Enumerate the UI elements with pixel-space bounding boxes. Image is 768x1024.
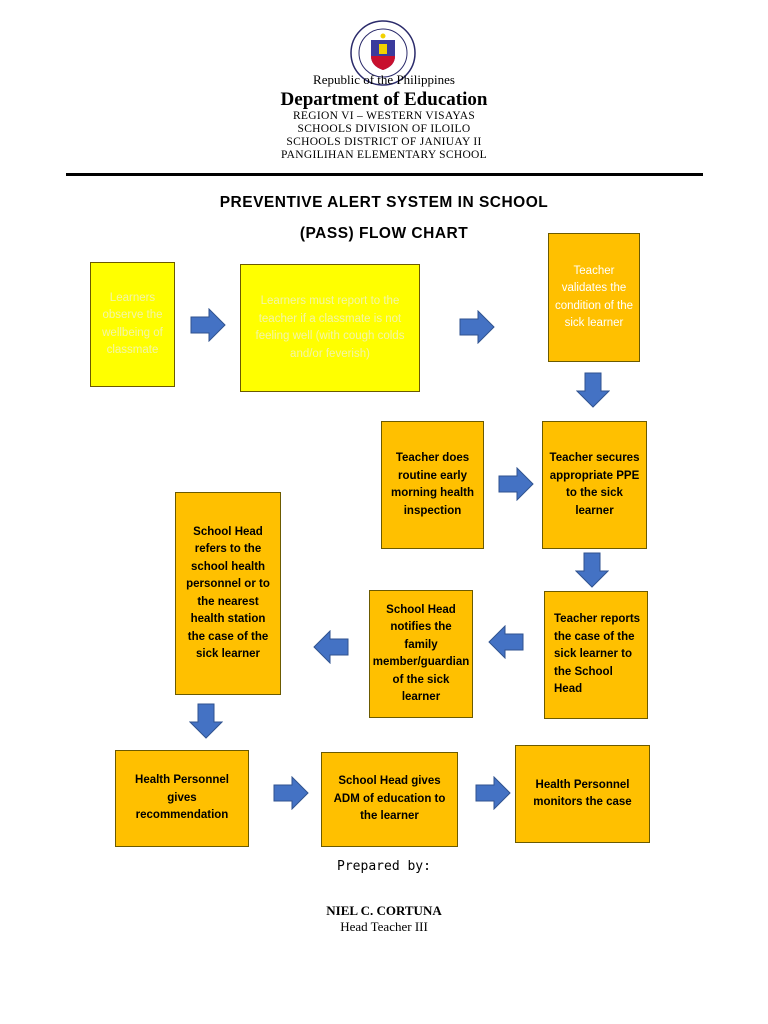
- preparer-position: Head Teacher III: [340, 919, 428, 934]
- step-school-head-refers: School Head refers to the school health …: [175, 492, 281, 695]
- step-school-head-notifies: School Head notifies the family member/g…: [369, 590, 473, 718]
- chart-title-line-1: PREVENTIVE ALERT SYSTEM IN SCHOOL: [219, 194, 549, 211]
- arrow-down-icon: [189, 703, 223, 739]
- step-health-inspection: Teacher does routine early morning healt…: [381, 421, 484, 549]
- step-health-personnel-recommends: Health Personnel gives recommendation: [115, 750, 249, 847]
- department-name: Department of Education: [280, 89, 488, 110]
- arrow-down-icon: [576, 372, 610, 408]
- division-line: SCHOOLS DIVISION OF ILOILO: [297, 123, 471, 135]
- step-health-personnel-monitors: Health Personnel monitors the case: [515, 745, 650, 843]
- header-divider: [66, 173, 703, 176]
- preparer-name: NIEL C. CORTUNA: [326, 903, 442, 918]
- republic-line: Republic of the Philippines: [313, 72, 455, 87]
- step-school-head-adm: School Head gives ADM of education to th…: [321, 752, 458, 847]
- arrow-right-icon: [475, 776, 511, 810]
- step-learners-observe: Learners observe the wellbeing of classm…: [90, 262, 175, 387]
- arrow-left-icon: [313, 630, 349, 664]
- arrow-right-icon: [273, 776, 309, 810]
- step-teacher-secures-ppe: Teacher secures appropriate PPE to the s…: [542, 421, 647, 549]
- chart-title-line-2: (PASS) FLOW CHART: [299, 225, 469, 242]
- arrow-right-icon: [459, 310, 495, 344]
- arrow-left-icon: [488, 625, 524, 659]
- arrow-right-icon: [498, 467, 534, 501]
- step-teacher-validates: Teacher validates the condition of the s…: [548, 233, 640, 362]
- deped-seal-logo: [350, 20, 416, 86]
- district-line: SCHOOLS DISTRICT OF JANIUAY II: [286, 136, 482, 148]
- prepared-by-label: Prepared by:: [337, 859, 431, 874]
- arrow-down-icon: [575, 552, 609, 588]
- arrow-right-icon: [190, 308, 226, 342]
- step-teacher-reports: Teacher reports the case of the sick lea…: [544, 591, 648, 719]
- school-line: PANGILIHAN ELEMENTARY SCHOOL: [281, 149, 487, 161]
- step-learners-report: Learners must report to the teacher if a…: [240, 264, 420, 392]
- region-line: REGION VI – WESTERN VISAYAS: [292, 110, 476, 122]
